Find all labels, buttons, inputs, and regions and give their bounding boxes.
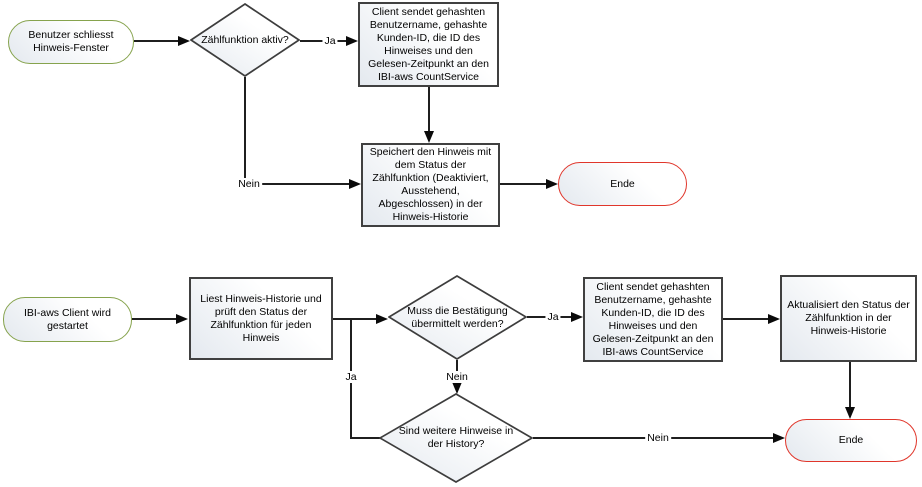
connector-line [428, 87, 430, 132]
connector-line [244, 77, 246, 185]
arrowhead-icon [546, 179, 558, 189]
process-speichert-hinweis: Speichert den Hinweis mit dem Status der… [361, 143, 500, 227]
connector-line [132, 318, 177, 320]
decision-zaehlfunktion-aktiv [190, 3, 300, 77]
arrowhead-icon [452, 382, 462, 394]
process-client-sendet: Client sendet gehashten Benutzername, ge… [358, 2, 499, 87]
decision-bestaetigung-uebermitteln [388, 275, 527, 360]
edge-label-nein: Nein [236, 178, 262, 190]
edge-label-ja: Ja [322, 35, 338, 47]
end-terminator-flow1: Ende [558, 162, 687, 206]
arrowhead-icon [845, 407, 855, 419]
decision-weitere-hinweise [379, 393, 533, 483]
start-terminator-client-gestartet: IBI-aws Client wird gestartet [3, 297, 132, 342]
process-client-sendet-2: Client sendet gehashten Benutzername, ge… [583, 277, 723, 362]
connector-line [849, 362, 851, 408]
edge-label-nein: Nein [444, 371, 470, 383]
arrowhead-icon [346, 36, 358, 46]
end-terminator-flow2: Ende [785, 419, 917, 462]
connector-line [351, 437, 380, 439]
arrowhead-icon [176, 314, 188, 324]
arrowhead-icon [349, 179, 361, 189]
arrowhead-icon [571, 312, 583, 322]
process-aktualisiert-status: Aktualisiert den Status der Zählfunktion… [780, 275, 917, 362]
connector-line [333, 318, 377, 320]
connector-line [723, 318, 769, 320]
connector-line [500, 183, 546, 185]
edge-label-ja-loop: Ja [343, 371, 359, 383]
start-terminator-benutzer-schliesst: Benutzer schliesst Hinweis-Fenster [8, 20, 134, 64]
arrowhead-icon [768, 314, 780, 324]
arrowhead-icon [424, 131, 434, 143]
edge-label-ja: Ja [545, 311, 561, 323]
edge-label-nein-more: Nein [645, 432, 671, 444]
arrowhead-icon [773, 433, 785, 443]
start-terminator-label: Benutzer schliesst Hinweis-Fenster [28, 29, 114, 54]
arrowhead-icon [376, 314, 388, 324]
connector-line [244, 183, 350, 185]
connector-line [134, 40, 179, 42]
arrowhead-icon [178, 36, 190, 46]
process-liest-historie: Liest Hinweis-Historie und prüft den Sta… [189, 277, 333, 360]
